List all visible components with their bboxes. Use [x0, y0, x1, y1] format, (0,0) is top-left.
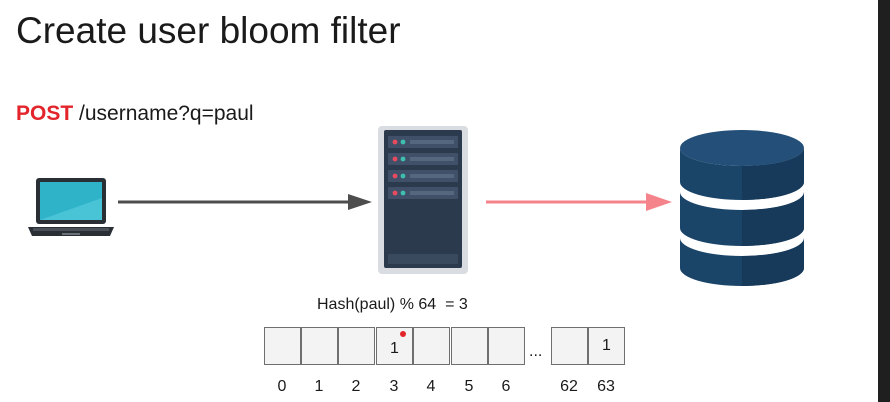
http-method: POST [16, 102, 74, 125]
bit-cell: 1 [588, 327, 625, 365]
bit-cell [451, 327, 488, 365]
bit-index-label: 0 [277, 378, 287, 395]
bit-index-label: 6 [501, 378, 511, 395]
bit-cell [488, 327, 525, 365]
bit-set-marker [400, 331, 406, 337]
bit-index-label: 5 [464, 378, 474, 395]
request-path: /username?q=paul [79, 102, 254, 125]
slide-title: Create user bloom filter [16, 10, 401, 51]
bit-cell [413, 327, 450, 365]
bit-cell: 1 [376, 327, 413, 365]
bit-value: 1 [390, 340, 399, 357]
arrow-right-icon [486, 193, 672, 211]
bit-index-label: 63 [597, 378, 615, 395]
bit-cell [264, 327, 301, 365]
bit-index-label: 3 [389, 378, 399, 395]
bit-index-label: 2 [351, 378, 361, 395]
request-line: POST /username?q=paul [16, 102, 254, 126]
bit-cell [301, 327, 338, 365]
bit-value: 1 [602, 337, 611, 354]
bit-index-label: 1 [314, 378, 324, 395]
bit-array-ellipsis: ... [529, 343, 543, 360]
window-edge [878, 0, 890, 402]
laptop-icon [28, 178, 114, 236]
bit-index-label: 4 [426, 378, 436, 395]
bit-cell [338, 327, 375, 365]
bit-cell [551, 327, 588, 365]
hash-expression: Hash(paul) % 64 = 3 [317, 296, 468, 313]
bit-index-label: 62 [560, 378, 578, 395]
arrow-right-icon [118, 194, 372, 210]
database-icon [680, 130, 804, 286]
server-rack-icon [378, 126, 468, 274]
